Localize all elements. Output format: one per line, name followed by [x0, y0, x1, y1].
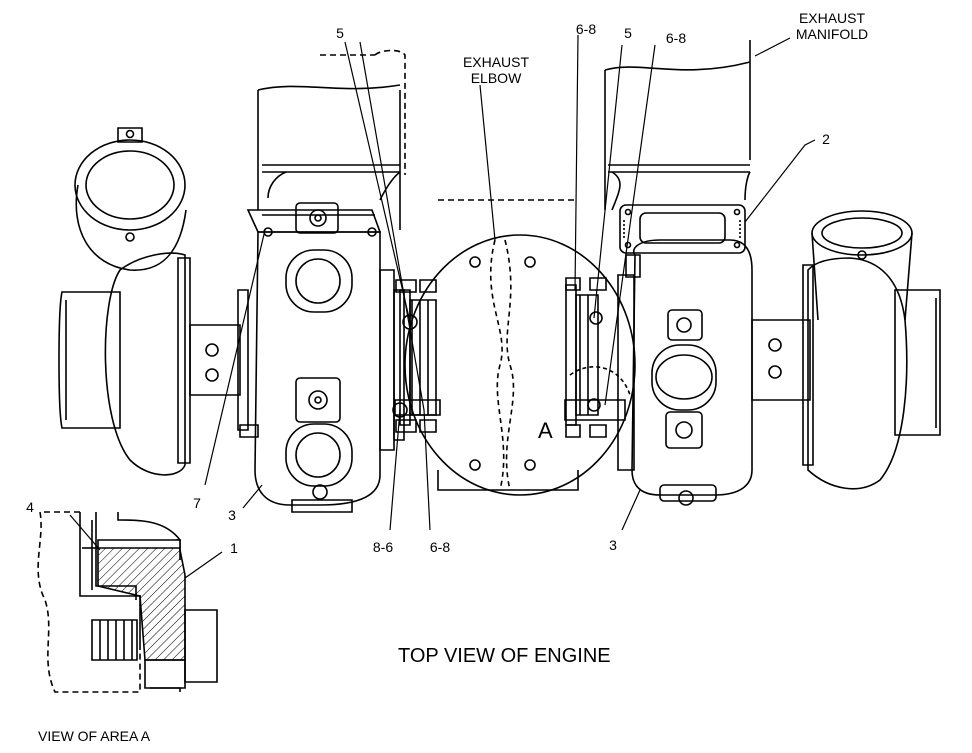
- leader-lines: [70, 35, 815, 578]
- callout-6-8-right-b: 6-8: [665, 30, 687, 46]
- exhaust-elbow-label-line1: EXHAUST: [462, 54, 530, 70]
- exhaust-manifold-label-line2: MANIFOLD: [795, 26, 869, 42]
- callout-5-left: 5: [336, 25, 344, 41]
- callout-6-8-right-a: 6-8: [575, 21, 597, 37]
- right-turbocharger: [605, 40, 940, 505]
- callout-1: 1: [230, 540, 238, 556]
- inset-view-area-a: [38, 512, 217, 692]
- left-turbocharger: [59, 50, 405, 512]
- exhaust-manifold-label-line1: EXHAUST: [798, 10, 866, 26]
- inset-caption: VIEW OF AREA A: [38, 728, 151, 744]
- callout-5-right: 5: [624, 25, 632, 41]
- callout-4: 4: [26, 499, 34, 515]
- callout-3-right: 3: [609, 537, 617, 553]
- exhaust-elbow-label-line2: ELBOW: [470, 70, 522, 86]
- callout-8-6: 8-6: [372, 539, 394, 555]
- exhaust-elbow: [393, 200, 635, 495]
- callout-3-left: 3: [228, 507, 236, 523]
- callout-6-8-bottom: 6-8: [429, 539, 451, 555]
- detail-area-letter: A: [538, 418, 553, 443]
- callout-7: 7: [193, 495, 201, 511]
- drawing-title: TOP VIEW OF ENGINE: [398, 645, 611, 667]
- callout-2: 2: [822, 131, 830, 147]
